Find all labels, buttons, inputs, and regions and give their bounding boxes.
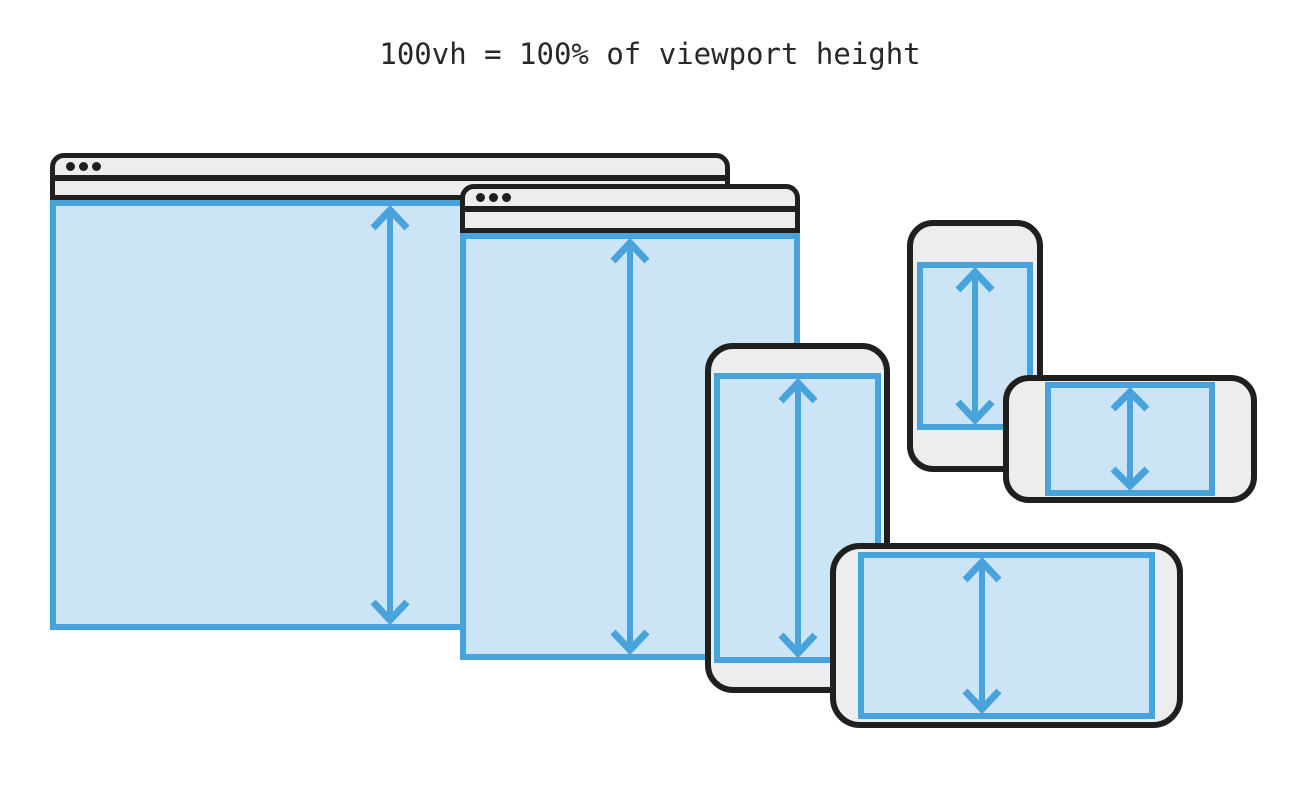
window-control-dot-icon <box>489 193 498 202</box>
viewport-height-arrow-icon <box>777 379 818 657</box>
window-control-dot-icon <box>476 193 485 202</box>
tablet-landscape-device <box>830 543 1183 728</box>
viewport-height-arrow-icon <box>1110 388 1150 490</box>
viewport-height-arrow-icon <box>955 268 995 424</box>
window-control-dot-icon <box>502 193 511 202</box>
phone-landscape-device <box>1003 375 1257 503</box>
large-browser-chrome <box>50 153 730 200</box>
small-browser-titlebar <box>465 189 795 212</box>
large-browser-titlebar <box>55 158 725 181</box>
tablet-landscape-viewport <box>858 552 1155 719</box>
window-control-dot-icon <box>79 162 88 171</box>
viewport-height-arrow-icon <box>370 206 410 624</box>
small-browser-chrome <box>460 184 800 233</box>
phone-landscape-viewport <box>1045 382 1215 496</box>
window-control-dot-icon <box>92 162 101 171</box>
window-control-dot-icon <box>66 162 75 171</box>
diagram-title: 100vh = 100% of viewport height <box>379 37 921 71</box>
small-browser-urlbar <box>465 212 795 228</box>
viewport-height-arrow-icon <box>962 558 1002 713</box>
viewport-height-arrow-icon <box>610 239 650 654</box>
